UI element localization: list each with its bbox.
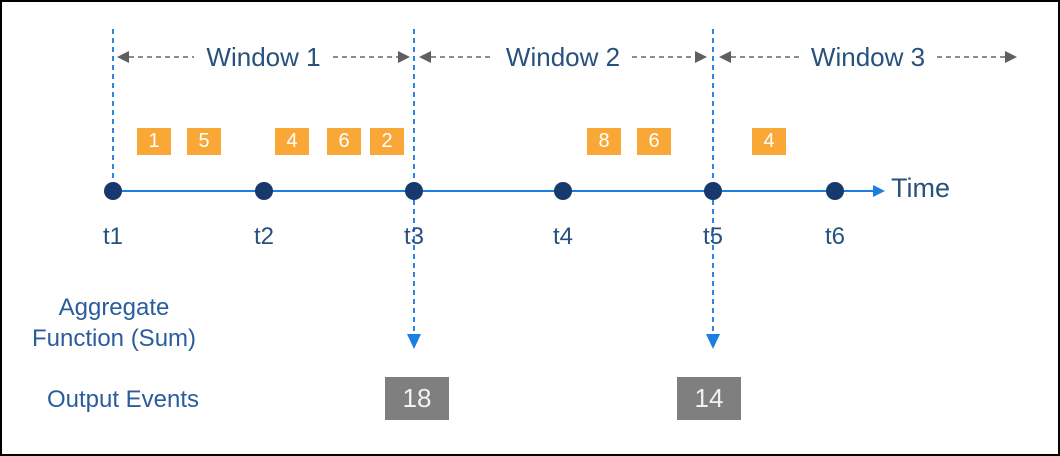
aggregate-function-label: Aggregate Function (Sum)	[31, 294, 197, 352]
tick-label-t5: t5	[702, 223, 723, 250]
timeline-arrowhead-icon	[873, 185, 885, 197]
window-span-2: Window 2	[419, 42, 707, 72]
event-box: 4	[275, 128, 309, 155]
event-box: 6	[637, 128, 671, 155]
arrow-right-icon	[398, 51, 410, 63]
event-box: 4	[752, 128, 786, 155]
time-axis-label: Time	[891, 173, 950, 203]
output-value-box: 18	[385, 377, 449, 420]
arrow-right-icon	[695, 51, 707, 63]
dashed-line	[431, 56, 494, 58]
timeline-dot-t5	[704, 182, 722, 200]
output-events-label: Output Events	[46, 386, 200, 413]
dashed-line	[937, 56, 1005, 58]
arrow-down-icon	[706, 334, 720, 349]
arrow-left-icon	[719, 51, 731, 63]
dashed-line	[332, 56, 398, 58]
window-label: Window 2	[505, 41, 621, 72]
tick-label-t2: t2	[253, 223, 274, 250]
dashed-line	[129, 56, 195, 58]
event-box: 1	[137, 128, 171, 155]
tick-label-t3: t3	[403, 223, 424, 250]
event-box: 8	[587, 128, 621, 155]
output-value-box: 14	[677, 377, 741, 420]
window-label: Window 1	[206, 41, 321, 72]
timeline-dot-t6	[826, 182, 844, 200]
dashed-line	[632, 56, 695, 58]
event-box: 5	[187, 128, 221, 155]
boundary-line-t1	[112, 29, 114, 191]
timeline-dot-t3	[405, 182, 423, 200]
timeline-dot-t1	[104, 182, 122, 200]
window-label: Window 3	[810, 41, 926, 72]
timeline-axis	[113, 190, 874, 192]
arrow-right-icon	[1005, 51, 1017, 63]
boundary-line-t3	[413, 29, 415, 334]
event-box: 2	[370, 128, 404, 155]
arrow-down-icon	[407, 334, 421, 349]
tick-label-t1: t1	[102, 223, 123, 250]
event-box: 6	[327, 128, 361, 155]
window-span-3: Window 3	[719, 42, 1017, 72]
timeline-dot-t2	[255, 182, 273, 200]
tick-label-t6: t6	[824, 223, 845, 250]
arrow-left-icon	[117, 51, 129, 63]
arrow-left-icon	[419, 51, 431, 63]
dashed-line	[731, 56, 799, 58]
window-span-1: Window 1	[117, 42, 410, 72]
boundary-line-t5	[712, 29, 714, 334]
timeline-dot-t4	[554, 182, 572, 200]
tick-label-t4: t4	[552, 223, 573, 250]
